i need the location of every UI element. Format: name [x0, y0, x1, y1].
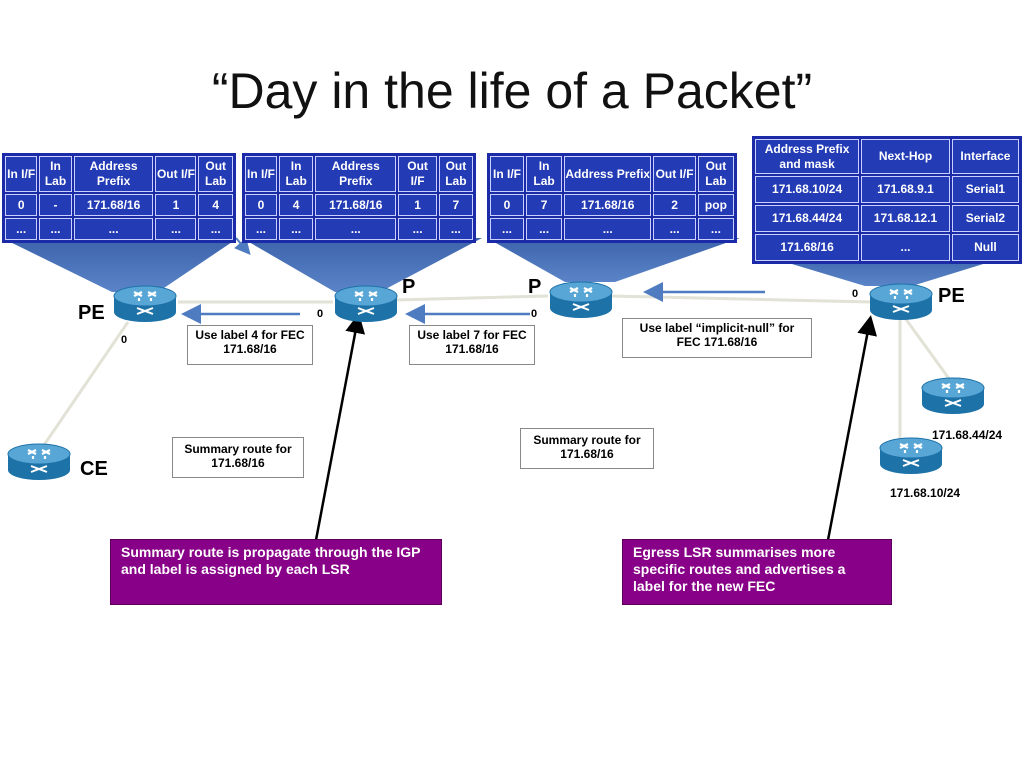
router-icon: [920, 376, 986, 416]
cell: 171.68/16: [315, 194, 397, 216]
cell: Null: [951, 234, 1019, 261]
lfib-table-pe-left: In I/F In Lab Address Prefix Out I/F Out…: [2, 153, 236, 243]
cell: 7: [438, 194, 473, 216]
hdr-out-lab: Out Lab: [697, 156, 734, 192]
hdr-prefix-mask: Address Prefix and mask: [755, 139, 860, 174]
callout-implicit-null: Use label “implicit-null” for FEC 171.68…: [622, 318, 812, 358]
cell: ...: [315, 218, 397, 240]
router-icon: [6, 442, 72, 482]
cell: 7: [526, 194, 563, 216]
hdr-out-if: Out I/F: [653, 156, 696, 192]
cell: 1: [398, 194, 437, 216]
cell: ...: [653, 218, 696, 240]
node-label-pe-right: PE: [938, 285, 965, 307]
cell: 171.68.9.1: [861, 176, 950, 203]
link-pe-r1: [903, 317, 952, 381]
cell: ...: [490, 218, 525, 240]
lfib-table-p2: In I/F In Lab Address Prefix Out I/F Out…: [487, 153, 737, 243]
cell: -: [39, 194, 72, 216]
hdr-out-if: Out I/F: [398, 156, 437, 192]
cell: ...: [861, 234, 950, 261]
cell: 171.68.44/24: [755, 205, 860, 232]
cell: ...: [564, 218, 652, 240]
cell: ...: [398, 218, 437, 240]
hdr-prefix: Address Prefix: [315, 156, 397, 192]
hdr-out-lab: Out Lab: [198, 156, 233, 192]
link-pe-ce: [40, 321, 130, 449]
cell: 171.68/16: [755, 234, 860, 261]
hdr-in-if: In I/F: [5, 156, 38, 192]
cell: ...: [245, 218, 278, 240]
node-label-p2: P: [528, 276, 542, 298]
cell: 171.68.10/24: [755, 176, 860, 203]
cell: 0: [490, 194, 525, 216]
cell: ...: [198, 218, 233, 240]
cell: ...: [279, 218, 314, 240]
cell: Serial1: [951, 176, 1019, 203]
node-label-pe-left: PE: [78, 302, 105, 324]
hdr-in-if: In I/F: [490, 156, 525, 192]
note-right: Egress LSR summarises more specific rout…: [622, 539, 892, 605]
hdr-in-lab: In Lab: [39, 156, 72, 192]
interface-p1: 0: [317, 308, 324, 320]
hdr-prefix: Address Prefix: [73, 156, 154, 192]
interface-pe-right: 0: [852, 288, 859, 300]
interface-p2: 0: [531, 308, 538, 320]
router-icon: [333, 284, 399, 324]
lfib-table-p1: In I/F In Lab Address Prefix Out I/F Out…: [242, 153, 476, 243]
router-icon: [868, 282, 934, 322]
cell: ...: [39, 218, 72, 240]
cell: pop: [697, 194, 734, 216]
funnel-p2: [487, 238, 740, 282]
callout-summary-right: Summary route for 171.68/16: [520, 428, 654, 469]
cell: ...: [526, 218, 563, 240]
cell: Serial2: [951, 205, 1019, 232]
hdr-interface: Interface: [951, 139, 1019, 174]
routing-table-pe-right: Address Prefix and mask Next-Hop Interfa…: [752, 136, 1022, 264]
funnel-p1: [242, 238, 482, 292]
hdr-next-hop: Next-Hop: [861, 139, 950, 174]
hdr-out-if: Out I/F: [155, 156, 197, 192]
cell: ...: [5, 218, 38, 240]
cell: ...: [155, 218, 197, 240]
cell: ...: [73, 218, 154, 240]
cell: 171.68.12.1: [861, 205, 950, 232]
note-pointer-left: [314, 313, 366, 541]
page-title: “Day in the life of a Packet”: [211, 63, 813, 119]
callout-label-4: Use label 4 for FEC 171.68/16: [187, 325, 313, 365]
cell: 171.68/16: [564, 194, 652, 216]
cell: 2: [653, 194, 696, 216]
router-icon: [112, 284, 178, 324]
network-label-44: 171.68.44/24: [932, 428, 1003, 442]
hdr-in-lab: In Lab: [526, 156, 563, 192]
callout-label-7: Use label 7 for FEC 171.68/16: [409, 325, 535, 365]
cell: 4: [279, 194, 314, 216]
callout-summary-left: Summary route for 171.68/16: [172, 437, 304, 478]
link-p2-pe: [610, 294, 871, 304]
cell: ...: [438, 218, 473, 240]
router-icon: [878, 436, 944, 476]
interface-pe-left: 0: [121, 334, 128, 346]
hdr-prefix: Address Prefix: [564, 156, 652, 192]
cell: 1: [155, 194, 197, 216]
link-p1-p2: [395, 294, 549, 302]
note-pointer-right: [826, 315, 878, 541]
hdr-in-if: In I/F: [245, 156, 278, 192]
node-label-p1: P: [402, 276, 416, 298]
note-left: Summary route is propagate through the I…: [110, 539, 442, 605]
cell: 0: [5, 194, 38, 216]
cell: 0: [245, 194, 278, 216]
cell: 4: [198, 194, 233, 216]
router-icon: [548, 280, 614, 320]
node-label-ce: CE: [80, 458, 108, 480]
hdr-in-lab: In Lab: [279, 156, 314, 192]
network-label-10: 171.68.10/24: [890, 486, 961, 500]
cell: 171.68/16: [73, 194, 154, 216]
funnel-pe-left: [2, 238, 238, 292]
cell: ...: [697, 218, 734, 240]
hdr-out-lab: Out Lab: [438, 156, 473, 192]
